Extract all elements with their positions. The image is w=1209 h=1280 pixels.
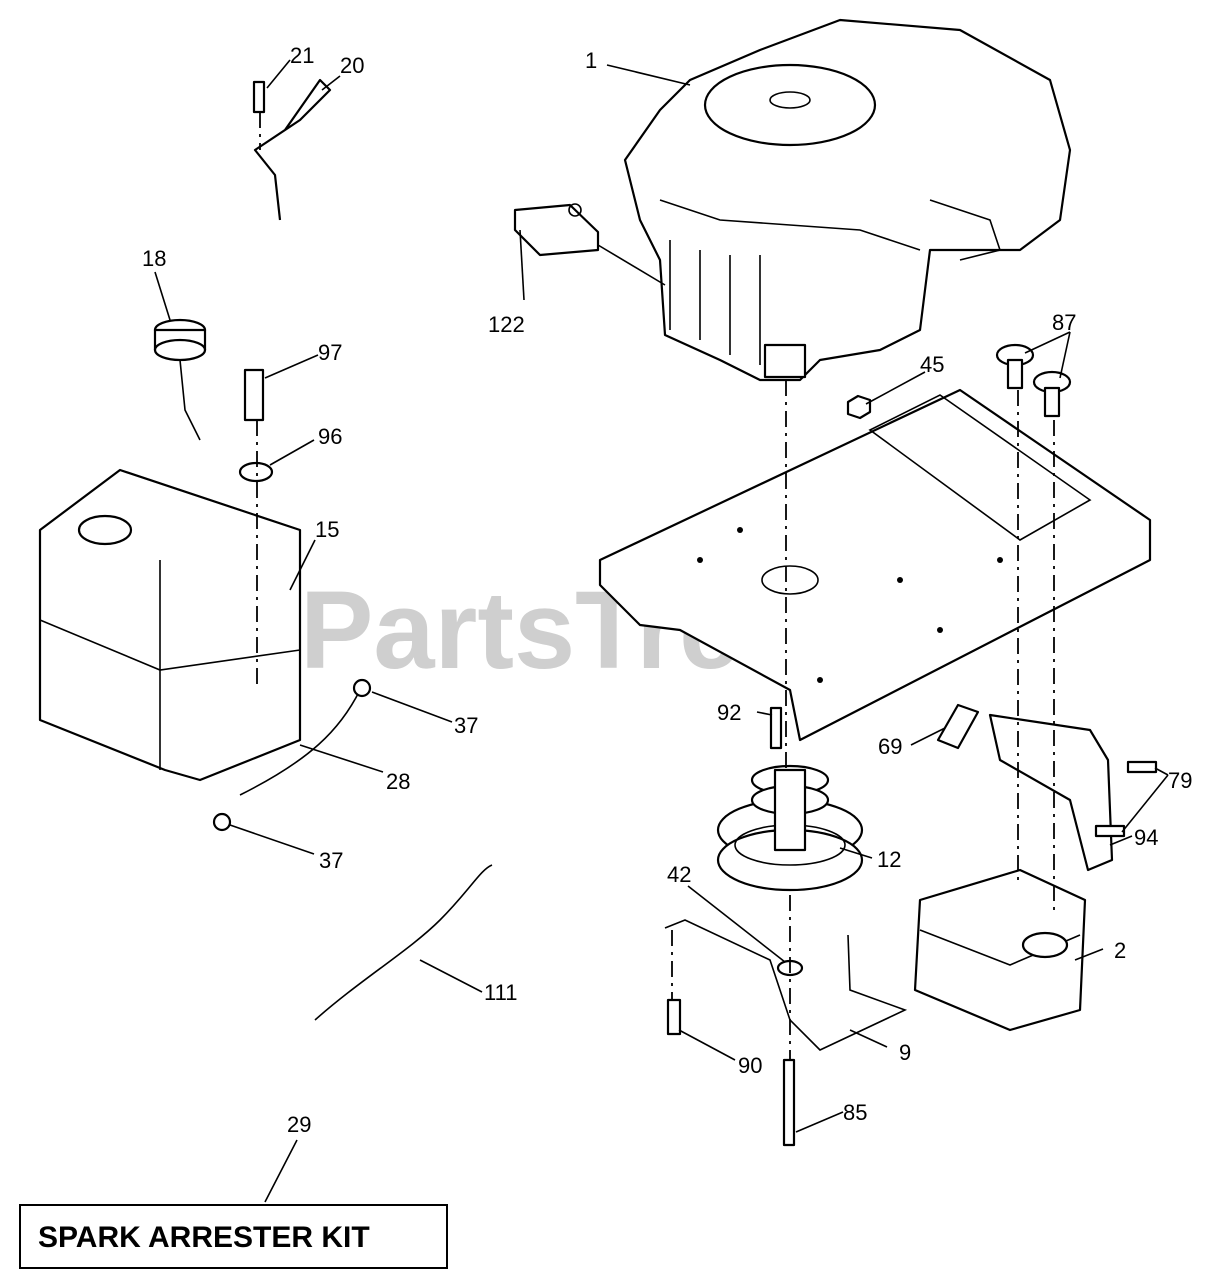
engine-part[interactable]	[623, 18, 1072, 382]
bolt-90-part[interactable]	[666, 998, 682, 1036]
screw-21-part[interactable]	[252, 80, 266, 114]
callout-42: 42	[667, 862, 691, 887]
callout-9: 9	[899, 1040, 911, 1065]
callout-labels: 1 2 9 12 15 18 20 21 28 29 37 37 42 45 6…	[142, 43, 1192, 1137]
washer-96-part[interactable]	[238, 461, 274, 483]
fuel-tank-part[interactable]	[38, 468, 302, 782]
callout-94: 94	[1134, 825, 1158, 850]
callout-69: 69	[878, 734, 902, 759]
throttle-control-part[interactable]	[253, 78, 332, 221]
bolt-part[interactable]	[769, 706, 783, 750]
callout-37a: 37	[454, 713, 478, 738]
callout-29: 29	[287, 1112, 311, 1137]
gasket-part[interactable]	[936, 703, 980, 750]
nut-part[interactable]	[846, 394, 872, 420]
callout-85: 85	[843, 1100, 867, 1125]
exhaust-pipe-part[interactable]	[988, 713, 1114, 872]
callout-21: 21	[290, 43, 314, 68]
clamp-part[interactable]	[352, 678, 372, 698]
callout-111: 111	[484, 980, 517, 1005]
callout-1: 1	[585, 48, 597, 73]
callout-28: 28	[386, 769, 410, 794]
fuel-line-part[interactable]	[239, 689, 361, 796]
callout-2: 2	[1114, 938, 1126, 963]
callout-92: 92	[717, 700, 741, 725]
belt-guide-part[interactable]	[664, 919, 908, 1051]
leader-lines	[154, 59, 1169, 1203]
spark-arrester-kit-label: SPARK ARRESTER KIT	[38, 1221, 370, 1254]
callout-18: 18	[142, 246, 166, 271]
callout-20: 20	[340, 53, 364, 78]
bolt-85-part[interactable]	[782, 1058, 796, 1147]
knob-part[interactable]	[995, 343, 1072, 418]
callout-87: 87	[1052, 310, 1076, 335]
fuel-cap-part[interactable]	[153, 318, 207, 441]
callout-12: 12	[877, 847, 901, 872]
pulley-part[interactable]	[716, 764, 864, 892]
callout-122: 122	[488, 312, 525, 337]
alignment-lines	[256, 112, 1055, 1060]
callout-45: 45	[920, 352, 944, 377]
spark-arrester-kit-box[interactable]: SPARK ARRESTER KIT	[19, 1204, 448, 1269]
callout-15: 15	[315, 517, 339, 542]
screw-part[interactable]	[1126, 760, 1158, 774]
callout-79: 79	[1168, 768, 1192, 793]
engine-accessory-part[interactable]	[513, 203, 600, 257]
frame-plate-part[interactable]	[598, 388, 1152, 742]
bolt-97-part[interactable]	[243, 368, 265, 422]
callout-97: 97	[318, 340, 342, 365]
callout-90: 90	[738, 1053, 762, 1078]
hose-part[interactable]	[314, 864, 493, 1021]
callout-37b: 37	[319, 848, 343, 873]
muffler-part[interactable]	[913, 868, 1087, 1032]
callout-96: 96	[318, 424, 342, 449]
